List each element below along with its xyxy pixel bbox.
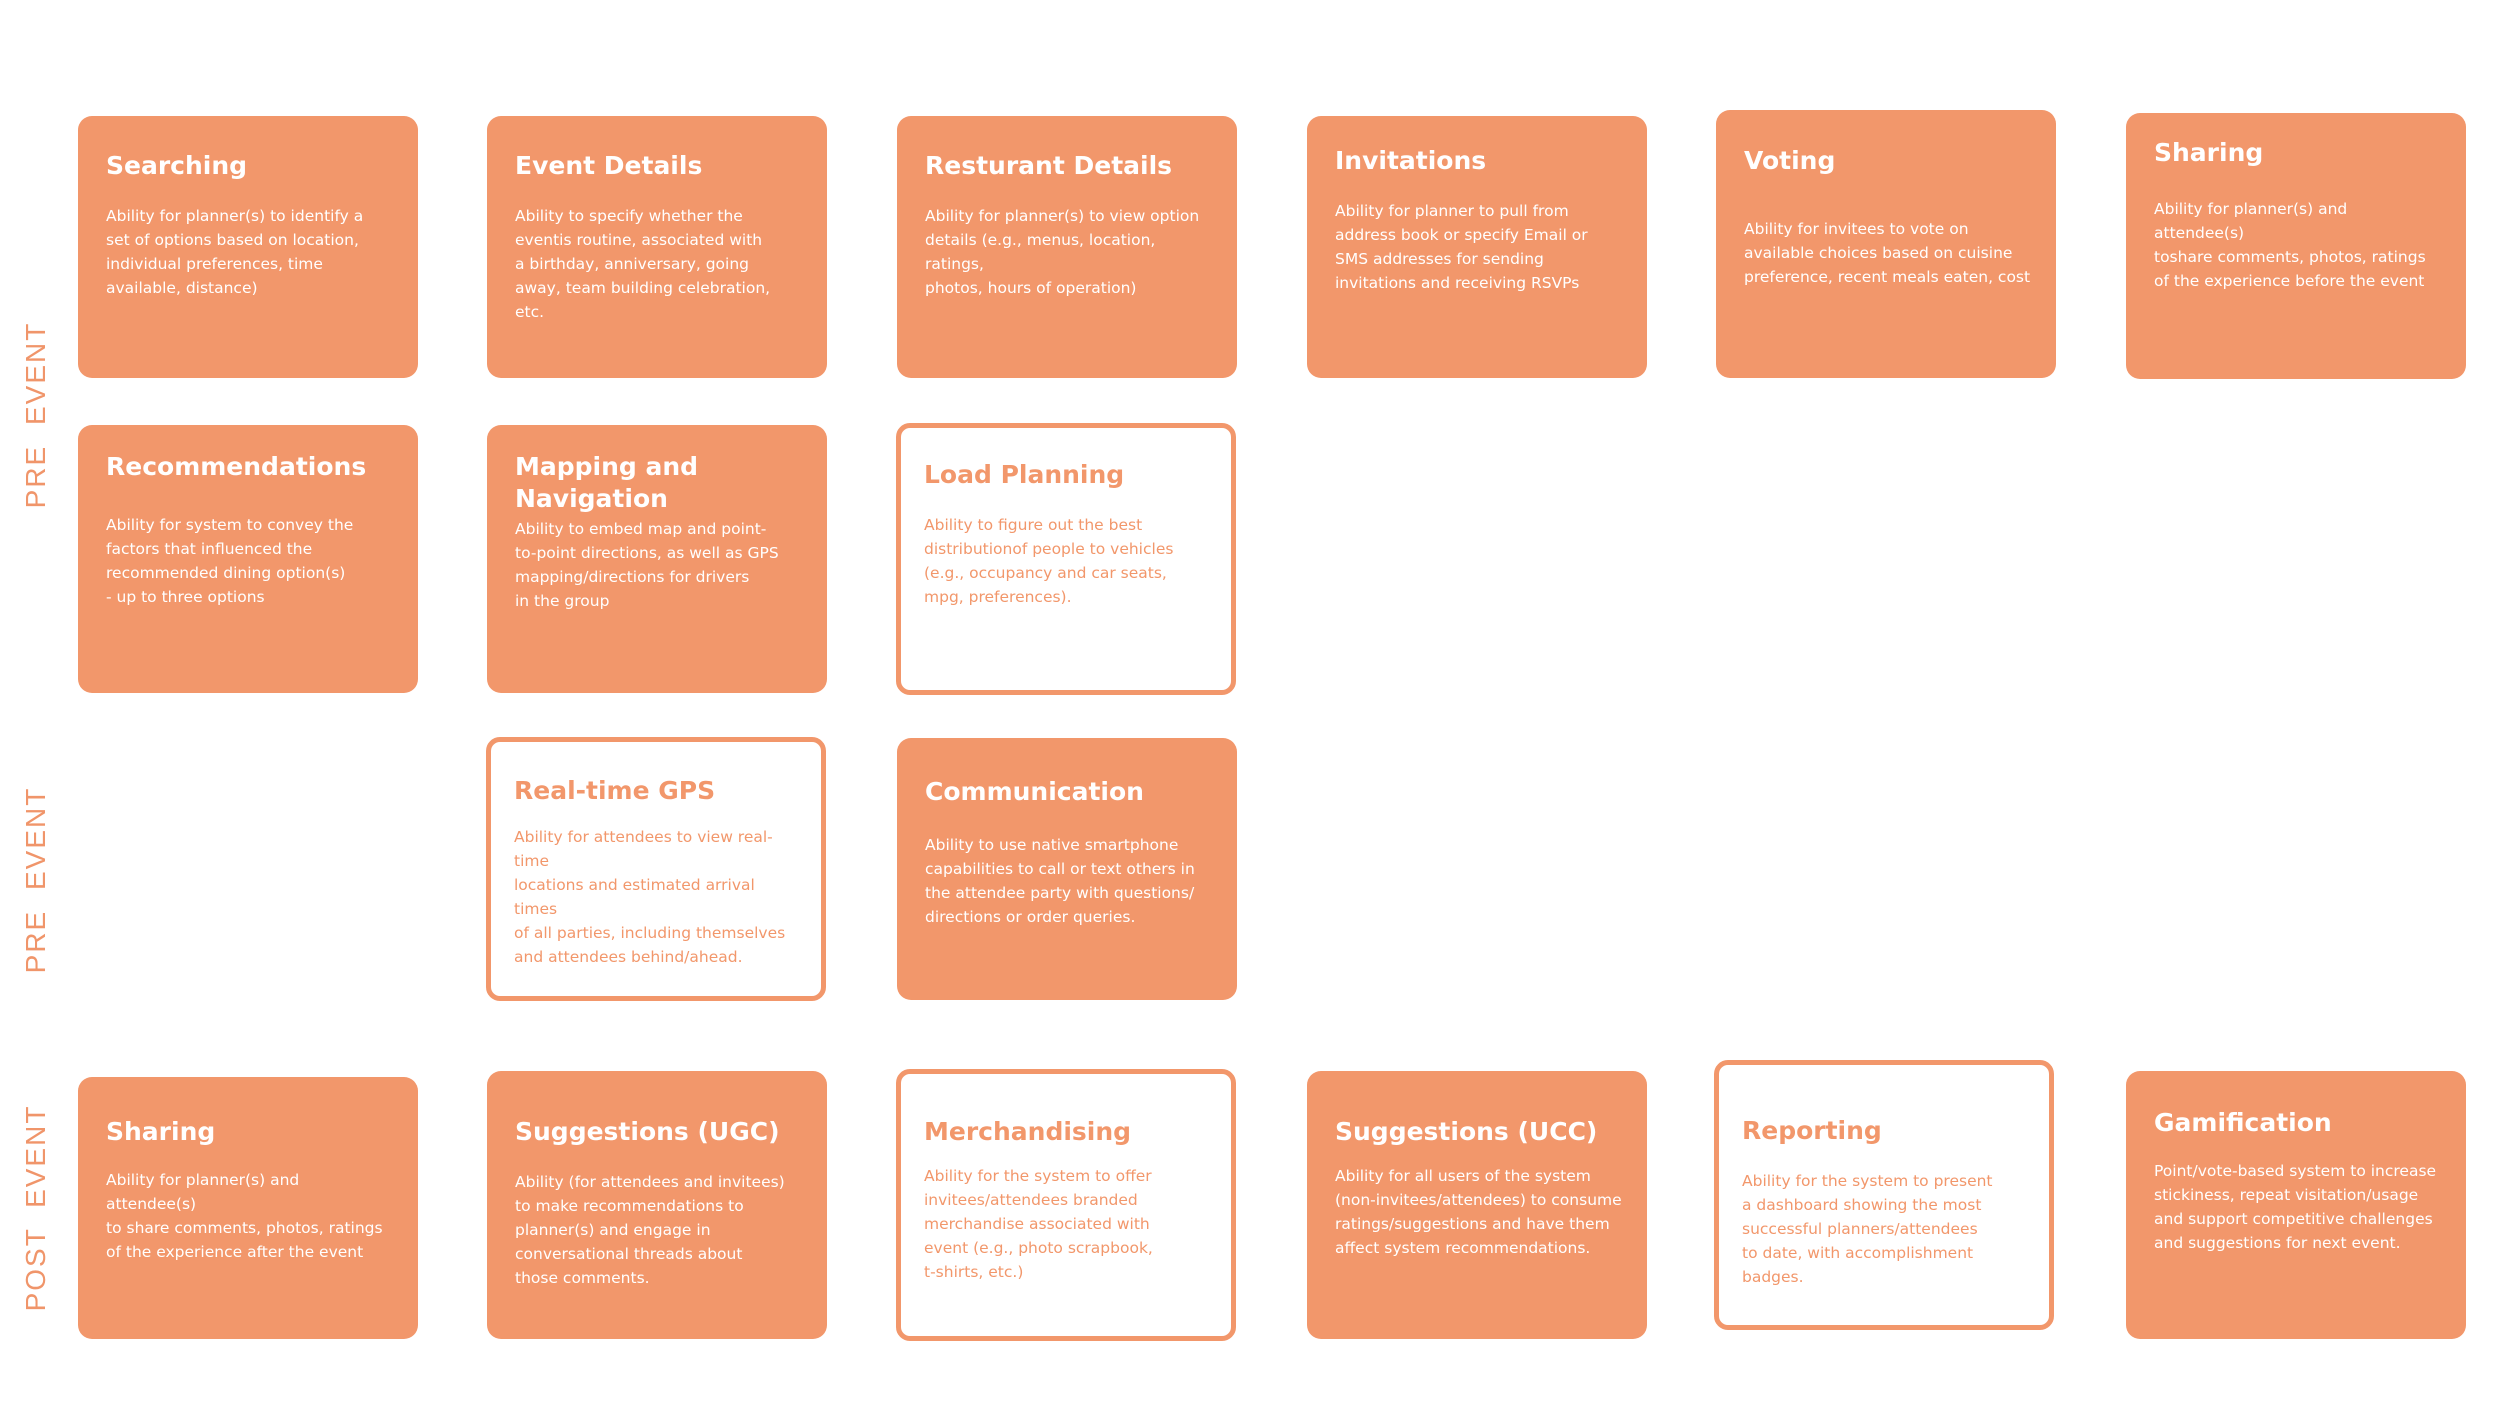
card-title: Reporting bbox=[1742, 1116, 1882, 1145]
card-description: Ability for attendees to view real-time … bbox=[514, 828, 786, 966]
card-title: Communication bbox=[925, 777, 1144, 806]
feature-card-voting[interactable]: Voting Ability for invitees to vote on a… bbox=[1716, 110, 2056, 378]
card-description: Ability for planner(s) to identify a set… bbox=[106, 207, 364, 297]
feature-card-real-time-gps[interactable]: Real-time GPS Ability for attendees to v… bbox=[486, 737, 826, 1001]
card-description: Ability to use native smartphone capabil… bbox=[925, 836, 1195, 926]
card-title: Mapping and Navigation bbox=[515, 452, 699, 513]
feature-card-communication[interactable]: Communication Ability to use native smar… bbox=[897, 738, 1237, 1000]
card-description: Ability for planner(s) to view option de… bbox=[925, 207, 1200, 297]
card-description: Ability to specify whether the eventis r… bbox=[515, 207, 771, 321]
feature-card-resturant-details[interactable]: Resturant Details Ability for planner(s)… bbox=[897, 116, 1237, 378]
card-description: Point/vote-based system to increase stic… bbox=[2154, 1162, 2437, 1252]
card-description: Ability to embed map and point- to-point… bbox=[515, 520, 779, 610]
card-description: Ability for the system to offer invitees… bbox=[924, 1167, 1153, 1281]
card-title: Voting bbox=[1744, 146, 1836, 175]
feature-card-mapping-navigation[interactable]: Mapping and Navigation Ability to embed … bbox=[487, 425, 827, 693]
phase-label-post-event: POST EVENT bbox=[20, 1104, 51, 1312]
card-description: Ability (for attendees and invitees) to … bbox=[515, 1173, 785, 1287]
card-title: Suggestions (UGC) bbox=[515, 1117, 780, 1146]
card-title: Event Details bbox=[515, 151, 703, 180]
feature-card-suggestions-ugc[interactable]: Suggestions (UGC) Ability (for attendees… bbox=[487, 1071, 827, 1339]
feature-card-event-details[interactable]: Event Details Ability to specify whether… bbox=[487, 116, 827, 378]
card-description: Ability for planner(s) and attendee(s) t… bbox=[2154, 200, 2426, 290]
phase-label-pre-event-travel: PRE EVENT bbox=[20, 786, 51, 974]
card-description: Ability to figure out the best distribut… bbox=[924, 516, 1174, 606]
card-description: Ability for invitees to vote on availabl… bbox=[1744, 220, 2031, 286]
feature-card-sharing-post[interactable]: Sharing Ability for planner(s) and atten… bbox=[78, 1077, 418, 1339]
card-title: Real-time GPS bbox=[514, 776, 716, 805]
card-description: Ability for planner(s) and attendee(s) t… bbox=[106, 1171, 383, 1261]
feature-card-invitations[interactable]: Invitations Ability for planner to pull … bbox=[1307, 116, 1647, 378]
card-description: Ability for system to convey the factors… bbox=[106, 516, 354, 606]
card-title: Load Planning bbox=[924, 460, 1125, 489]
feature-card-load-planning[interactable]: Load Planning Ability to figure out the … bbox=[896, 423, 1236, 695]
feature-card-searching[interactable]: Searching Ability for planner(s) to iden… bbox=[78, 116, 418, 378]
feature-card-suggestions-ucc[interactable]: Suggestions (UCC) Ability for all users … bbox=[1307, 1071, 1647, 1339]
card-description: Ability for all users of the system (non… bbox=[1335, 1167, 1622, 1257]
feature-card-reporting[interactable]: Reporting Ability for the system to pres… bbox=[1714, 1060, 2054, 1330]
feature-card-merchandising[interactable]: Merchandising Ability for the system to … bbox=[896, 1069, 1236, 1341]
card-title: Recommendations bbox=[106, 452, 367, 481]
card-title: Sharing bbox=[2154, 138, 2264, 167]
feature-card-recommendations[interactable]: Recommendations Ability for system to co… bbox=[78, 425, 418, 693]
card-title: Suggestions (UCC) bbox=[1335, 1117, 1598, 1146]
card-title: Merchandising bbox=[924, 1117, 1132, 1146]
card-description: Ability for the system to present a dash… bbox=[1742, 1172, 1993, 1286]
card-description: Ability for planner to pull from address… bbox=[1335, 202, 1588, 292]
card-title: Gamification bbox=[2154, 1108, 2332, 1137]
card-title: Resturant Details bbox=[925, 151, 1173, 180]
card-title: Invitations bbox=[1335, 146, 1487, 175]
card-title: Searching bbox=[106, 151, 248, 180]
phase-label-pre-event-planning: PRE EVENT bbox=[20, 321, 51, 509]
feature-card-gamification[interactable]: Gamification Point/vote-based system to … bbox=[2126, 1071, 2466, 1339]
card-title: Sharing bbox=[106, 1117, 216, 1146]
feature-card-sharing-pre[interactable]: Sharing Ability for planner(s) and atten… bbox=[2126, 113, 2466, 379]
